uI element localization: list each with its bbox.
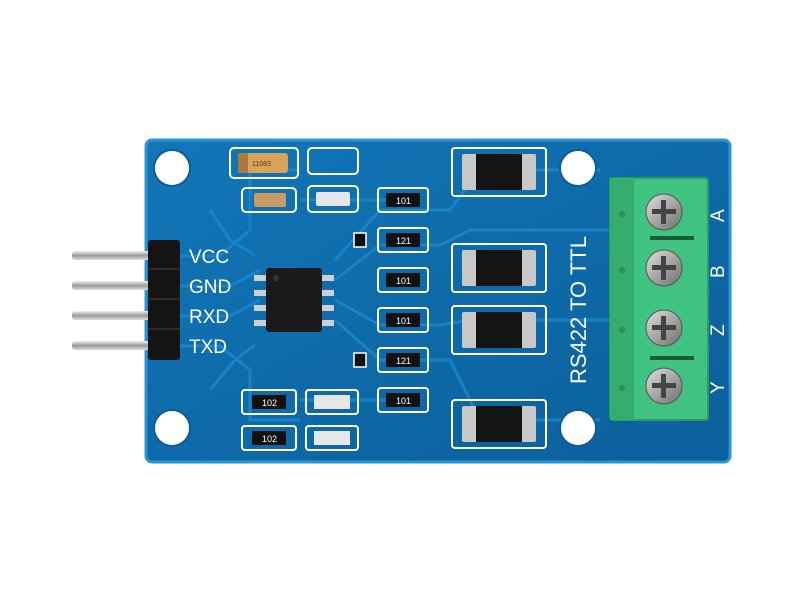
terminal-label-a: A — [708, 209, 729, 222]
pin-header — [72, 240, 180, 360]
svg-text:101: 101 — [396, 196, 411, 206]
board-title: RS422 TO TTL — [566, 236, 591, 384]
resistor: 101 — [377, 387, 429, 413]
svg-text:101: 101 — [396, 316, 411, 326]
pin — [72, 281, 168, 290]
svg-text:102: 102 — [262, 398, 277, 408]
mounting-holes — [153, 149, 597, 447]
resistor: 101 — [377, 187, 429, 213]
svg-text:101: 101 — [396, 276, 411, 286]
resistor: 121 — [377, 227, 429, 253]
ic-chip — [254, 268, 334, 332]
pin — [72, 341, 168, 350]
resistor: 101 — [377, 267, 429, 293]
resistor: 101 — [377, 307, 429, 333]
resistor-column: 101 121 101 101 121 101 — [377, 187, 429, 413]
mounting-hole — [153, 149, 191, 187]
mounting-hole — [559, 409, 597, 447]
terminal-label-z: Z — [708, 324, 729, 336]
diode — [451, 305, 547, 355]
capacitor-code: 11083 — [252, 161, 271, 168]
resistor: 102 — [241, 425, 297, 451]
pin-label-gnd: GND — [189, 277, 231, 298]
svg-text:102: 102 — [262, 434, 277, 444]
svg-text:121: 121 — [396, 236, 411, 246]
terminal-label-b: B — [708, 265, 729, 278]
diode — [451, 399, 547, 449]
tantalum-capacitor: 11083 — [229, 147, 299, 179]
screw — [645, 367, 683, 405]
pin — [72, 311, 168, 320]
mounting-hole — [153, 409, 191, 447]
svg-text:101: 101 — [396, 396, 411, 406]
diode — [451, 147, 547, 197]
pin-label-rxd: RXD — [189, 307, 229, 328]
terminal-label-y: Y — [708, 381, 729, 394]
pin — [72, 251, 168, 260]
terminal-block — [609, 177, 709, 421]
screw — [645, 309, 683, 347]
diode — [451, 243, 547, 293]
pcb-board — [144, 138, 732, 464]
resistor: 102 — [241, 389, 297, 415]
resistor: 121 — [377, 347, 429, 373]
diodes — [451, 147, 547, 449]
screw — [645, 193, 683, 231]
mounting-hole — [559, 149, 597, 187]
svg-text:121: 121 — [396, 356, 411, 366]
screw — [645, 249, 683, 287]
pin-label-vcc: VCC — [189, 247, 229, 268]
pin-label-txd: TXD — [189, 337, 227, 358]
